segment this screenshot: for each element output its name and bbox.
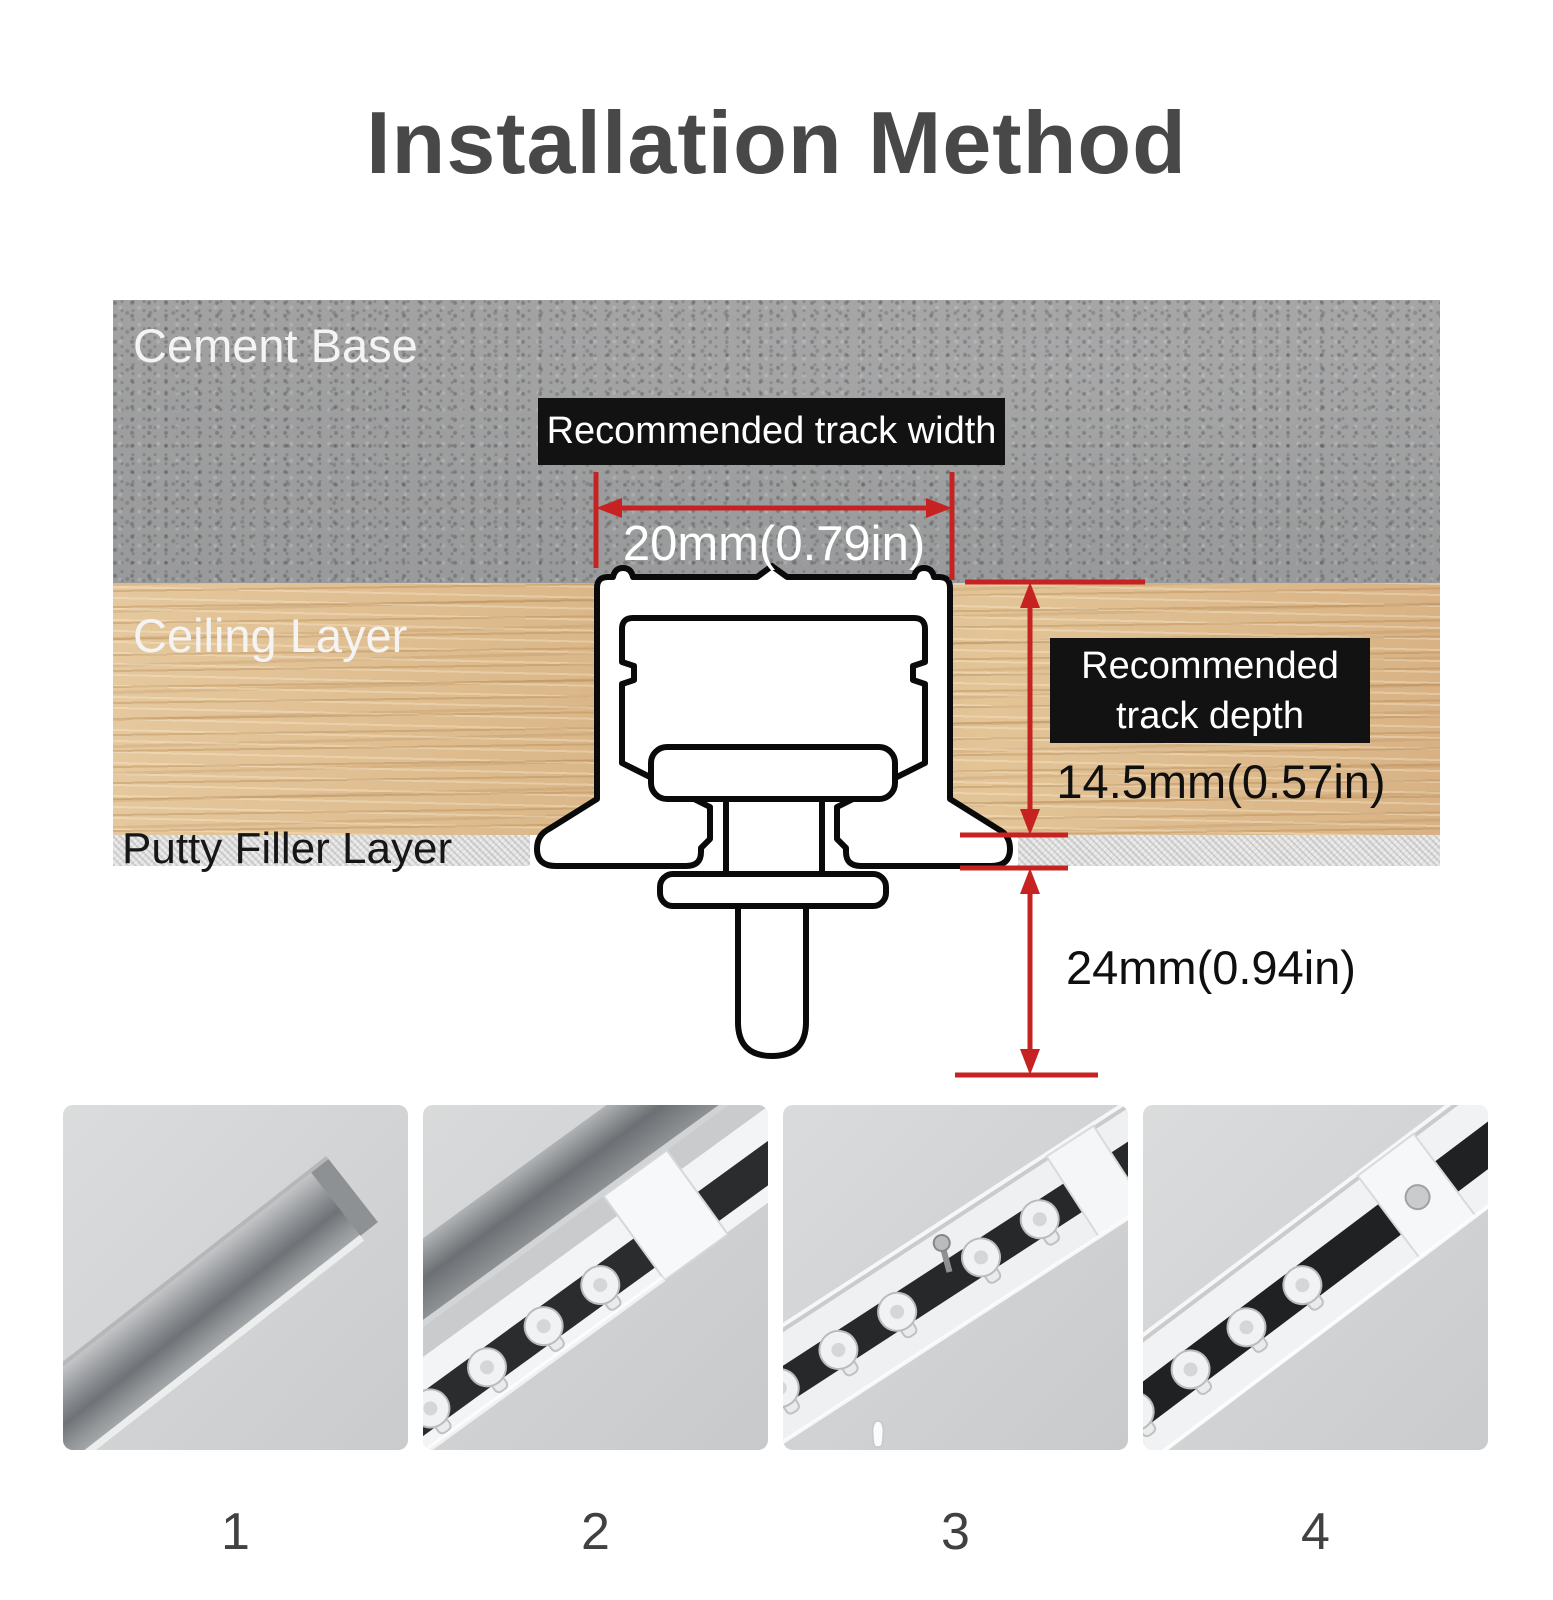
step-number-3: 3 xyxy=(941,1503,970,1561)
putty-filler-label: Putty Filler Layer xyxy=(122,824,453,873)
screw-icon xyxy=(932,1234,953,1273)
step-photo-2 xyxy=(423,1105,768,1450)
keyhole-slot xyxy=(871,1420,885,1448)
step-photo-3 xyxy=(783,1105,1128,1450)
step-number-4: 4 xyxy=(1301,1503,1330,1561)
end-cap-screw-icon xyxy=(1404,1184,1431,1211)
track-screwing-photo xyxy=(783,1105,1128,1450)
step-number-2: 2 xyxy=(581,1503,610,1561)
width-dimension-label: Recommended track width xyxy=(538,398,1005,465)
depth-dimension-label: Recommended track depth xyxy=(1050,638,1370,743)
step-number-1: 1 xyxy=(221,1503,250,1561)
depth-label-line1: Recommended xyxy=(1081,644,1339,687)
step-photo-4 xyxy=(1143,1105,1488,1450)
recessed-groove-photo xyxy=(63,1105,408,1450)
width-dimension-value: 20mm(0.79in) xyxy=(622,517,926,571)
step-photo-1 xyxy=(63,1105,408,1450)
depth-dimension-value: 14.5mm(0.57in) xyxy=(1056,755,1386,808)
track-insertion-photo xyxy=(423,1105,768,1450)
installed-track-photo xyxy=(1143,1105,1488,1450)
cement-base-label: Cement Base xyxy=(133,319,418,372)
page-title: Installation Method xyxy=(366,93,1187,192)
ceiling-layer-label: Ceiling Layer xyxy=(133,609,408,662)
drop-dimension-value: 24mm(0.94in) xyxy=(1066,941,1356,994)
depth-label-line2: track depth xyxy=(1116,694,1304,737)
